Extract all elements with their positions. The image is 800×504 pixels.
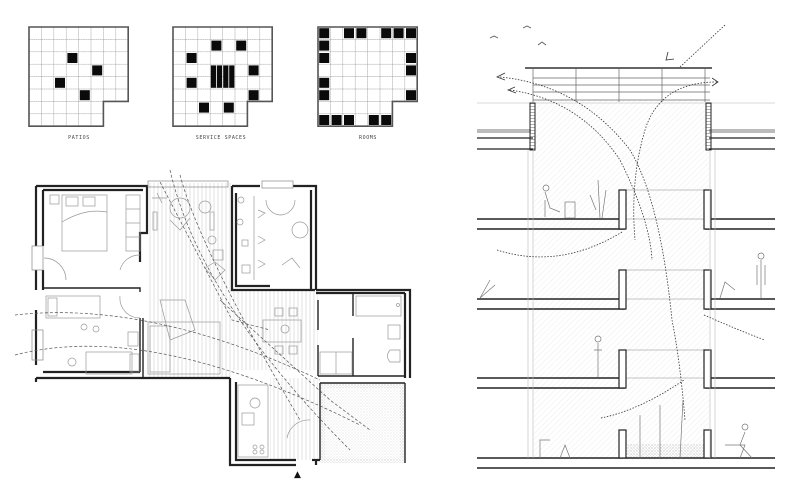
columns: [527, 150, 716, 458]
patios-label: PATIOS: [68, 135, 90, 141]
grid-study-0: [28, 26, 129, 127]
study: [236, 196, 309, 280]
living-floor-hatch: [148, 183, 232, 378]
people-figures: [479, 179, 766, 459]
floor-slabs: [477, 218, 775, 469]
green-roof: [477, 102, 775, 151]
ground-planter: [626, 444, 704, 458]
entrance-marker: ▲: [294, 470, 301, 480]
kids-bedroom: [45, 295, 141, 375]
living-area: [147, 192, 302, 375]
airflow-lines: [14, 169, 371, 451]
bathroom: [319, 295, 402, 375]
birds: [489, 25, 547, 46]
airflow-arrows: [496, 24, 766, 421]
grid-study-1: [172, 26, 273, 127]
windows: [31, 180, 294, 361]
arrow-heads: [496, 51, 719, 94]
rooms-label: ROOMS: [358, 135, 378, 141]
kitchen: [237, 384, 311, 458]
service-spaces-label: SERVICE SPACES: [195, 135, 247, 141]
parapets: [618, 189, 712, 459]
grid-study-2: [317, 26, 418, 127]
roof-pergola: [477, 67, 775, 104]
interior-walls: [43, 270, 406, 463]
master-bedroom: [43, 194, 141, 281]
